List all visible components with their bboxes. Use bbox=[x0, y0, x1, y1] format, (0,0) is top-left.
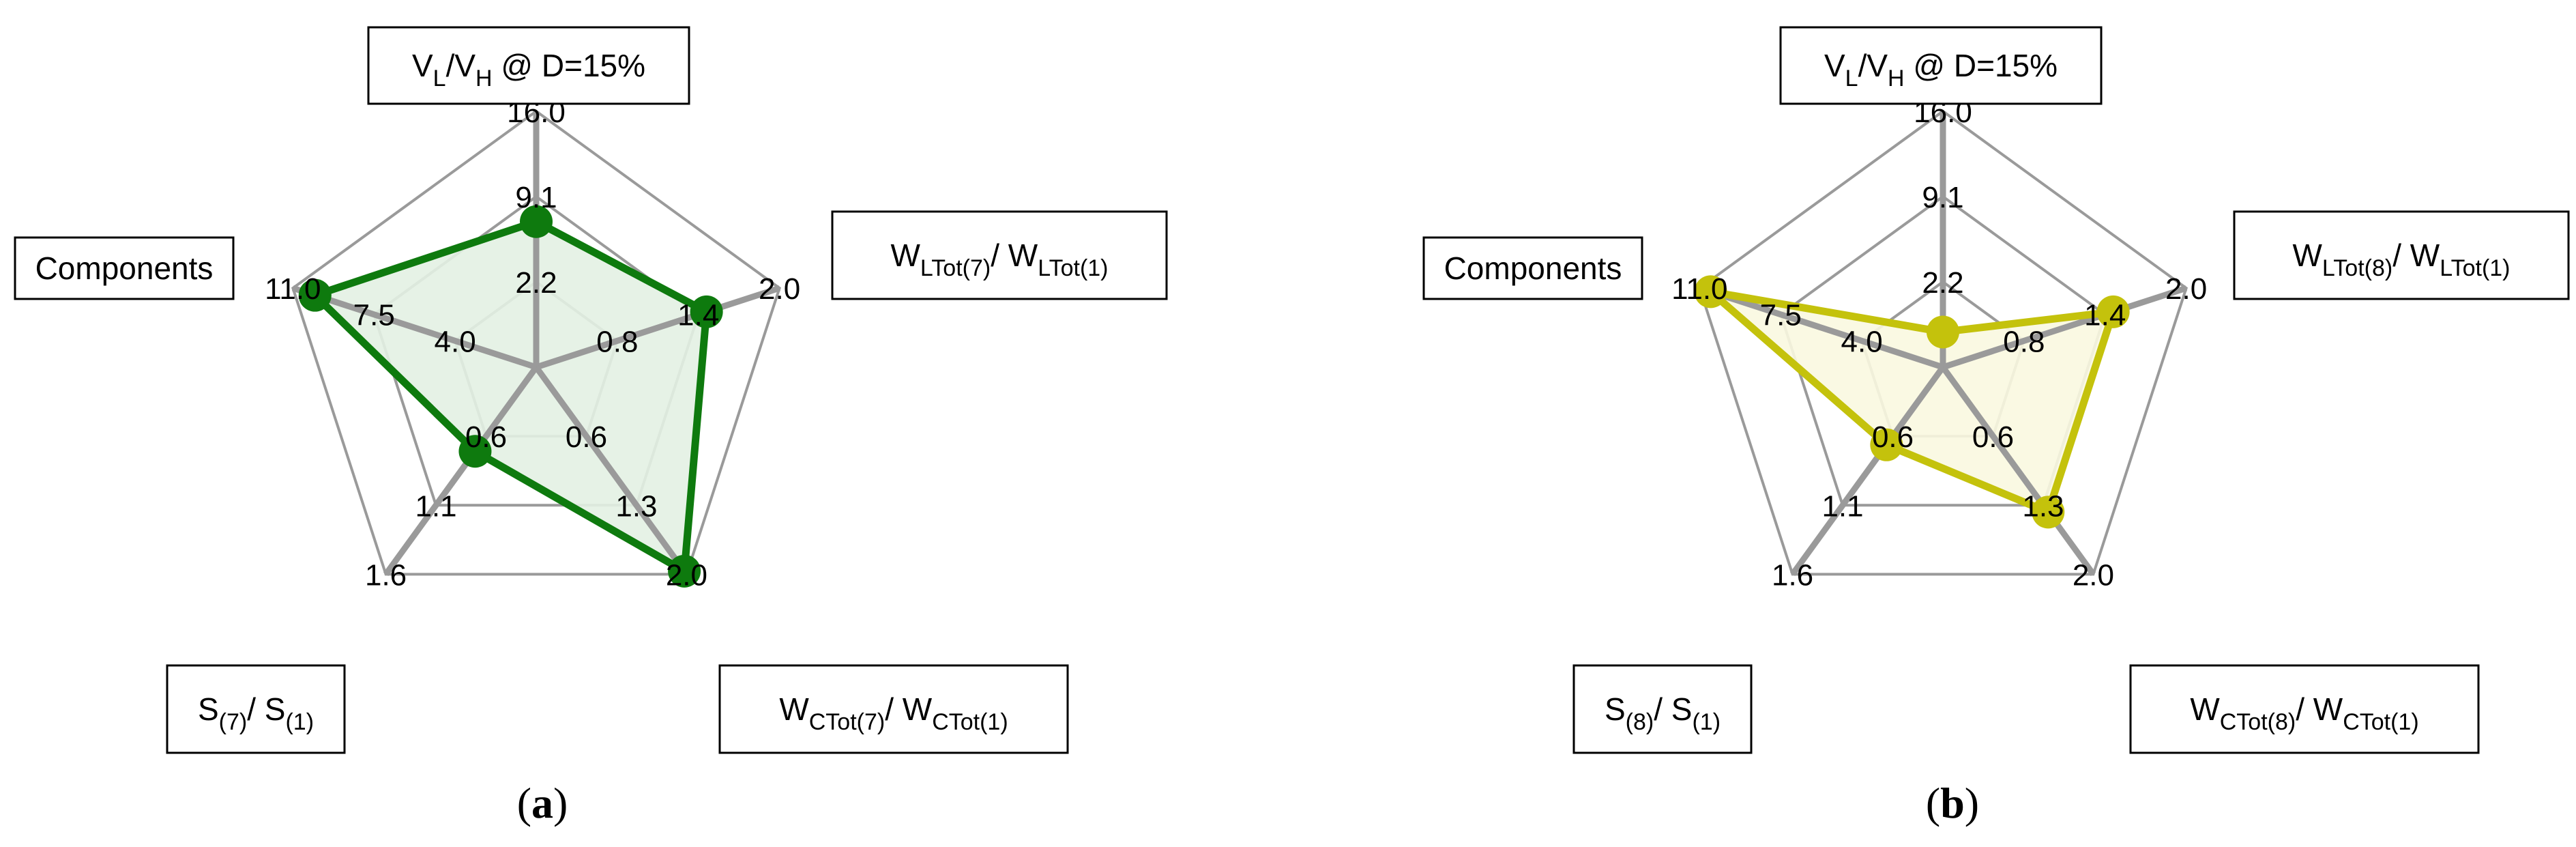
axis-title-box-5 bbox=[14, 236, 235, 300]
axis-title-5: Components bbox=[1444, 250, 1622, 286]
axis-spoke-3 bbox=[1940, 365, 2096, 577]
tick-label: 9.1 bbox=[515, 181, 557, 214]
data-point-3 bbox=[2032, 496, 2065, 529]
data-point-1 bbox=[1927, 315, 1959, 349]
tick-label: 2.0 bbox=[2073, 558, 2114, 592]
data-point-3 bbox=[668, 554, 701, 588]
tick-label: 1.1 bbox=[415, 489, 456, 523]
axis-title-4: S(8)/ S(1) bbox=[1605, 691, 1721, 735]
tick-label: 1.6 bbox=[1772, 558, 1813, 592]
tick-label: 11.0 bbox=[1671, 272, 1727, 306]
tick-label: 0.8 bbox=[596, 325, 638, 358]
axis-spoke-5 bbox=[1698, 285, 1944, 371]
tick-label: 2.2 bbox=[1922, 266, 1963, 300]
tick-label: 1.4 bbox=[2084, 299, 2126, 332]
tick-label: 0.6 bbox=[566, 420, 607, 454]
axis-title-2: WLTot(7)/ WLTot(1) bbox=[891, 238, 1109, 281]
tick-label: 1.3 bbox=[2022, 489, 2064, 523]
axis-spoke-3 bbox=[533, 365, 690, 577]
panel-label: (a) bbox=[517, 779, 568, 827]
series-line bbox=[1707, 287, 2118, 516]
tick-label: 2.0 bbox=[666, 558, 707, 592]
tick-label: 1.1 bbox=[1821, 489, 1863, 523]
axis-title-box-5 bbox=[1422, 236, 1643, 300]
tick-label: 2.2 bbox=[515, 266, 557, 300]
tick-label: 2.0 bbox=[759, 272, 800, 306]
axis-title-2: WLTot(8)/ WLTot(1) bbox=[2293, 238, 2511, 281]
axis-spoke-2 bbox=[1942, 285, 2188, 371]
data-point-4 bbox=[458, 435, 492, 468]
tick-label: 7.5 bbox=[1760, 299, 1802, 332]
axis-spoke-2 bbox=[535, 285, 781, 371]
data-point-2 bbox=[2096, 295, 2130, 328]
data-point-1 bbox=[520, 205, 553, 238]
radar-chart-a: 2.29.116.00.81.42.00.61.32.00.61.11.64.0… bbox=[14, 26, 1168, 827]
axis-title-box-4 bbox=[166, 664, 346, 754]
axis-title-4: S(7)/ S(1) bbox=[198, 691, 314, 735]
data-point-5 bbox=[1694, 275, 1727, 308]
tick-label: 1.3 bbox=[615, 489, 657, 523]
tick-label: 1.4 bbox=[677, 299, 719, 332]
tick-label: 0.6 bbox=[1972, 420, 2014, 454]
axis-title-5: Components bbox=[35, 250, 214, 286]
axis-title-1: VL/VH @ D=15% bbox=[1824, 48, 2058, 91]
axis-title-box-2 bbox=[2233, 210, 2570, 300]
axis-spoke-5 bbox=[291, 285, 538, 371]
axis-title-box-3 bbox=[718, 664, 1069, 754]
tick-label: 2.0 bbox=[2165, 272, 2207, 306]
axis-title-box-1 bbox=[1779, 26, 2103, 105]
axis-title-3: WCTot(8)/ WCTot(1) bbox=[2190, 691, 2418, 735]
axis-title-box-1 bbox=[367, 26, 690, 105]
axis-title-3: WCTot(7)/ WCTot(1) bbox=[779, 691, 1008, 735]
tick-label: 1.6 bbox=[365, 558, 407, 592]
axis-title-box-2 bbox=[831, 210, 1168, 300]
tick-label: 4.0 bbox=[435, 325, 476, 358]
grid-ring-3 bbox=[291, 109, 781, 576]
tick-label: 0.6 bbox=[1872, 420, 1914, 454]
tick-label: 7.5 bbox=[353, 299, 395, 332]
axis-spoke-4 bbox=[383, 365, 539, 577]
grid-ring-3 bbox=[1698, 109, 2188, 576]
axis-title-1: VL/VH @ D=15% bbox=[412, 48, 645, 91]
axis-spoke-4 bbox=[1789, 365, 1946, 577]
data-point-4 bbox=[1870, 428, 1903, 461]
tick-label: 0.8 bbox=[2003, 325, 2045, 358]
radar-chart-b: 2.29.116.00.81.42.00.61.32.00.61.11.64.0… bbox=[1422, 26, 2570, 827]
axis-title-box-4 bbox=[1572, 664, 1753, 754]
series-area bbox=[314, 221, 707, 571]
tick-label: 0.6 bbox=[465, 420, 507, 454]
grid-ring-2 bbox=[1779, 195, 2107, 507]
tick-label: 9.1 bbox=[1922, 181, 1963, 214]
data-point-5 bbox=[298, 278, 332, 312]
axis-title-box-3 bbox=[2129, 664, 2480, 754]
tick-label: 11.0 bbox=[265, 272, 321, 306]
panel-label: (b) bbox=[1926, 779, 1979, 827]
series-line bbox=[311, 218, 711, 575]
data-point-2 bbox=[690, 295, 723, 328]
tick-label: 4.0 bbox=[1841, 325, 1883, 358]
